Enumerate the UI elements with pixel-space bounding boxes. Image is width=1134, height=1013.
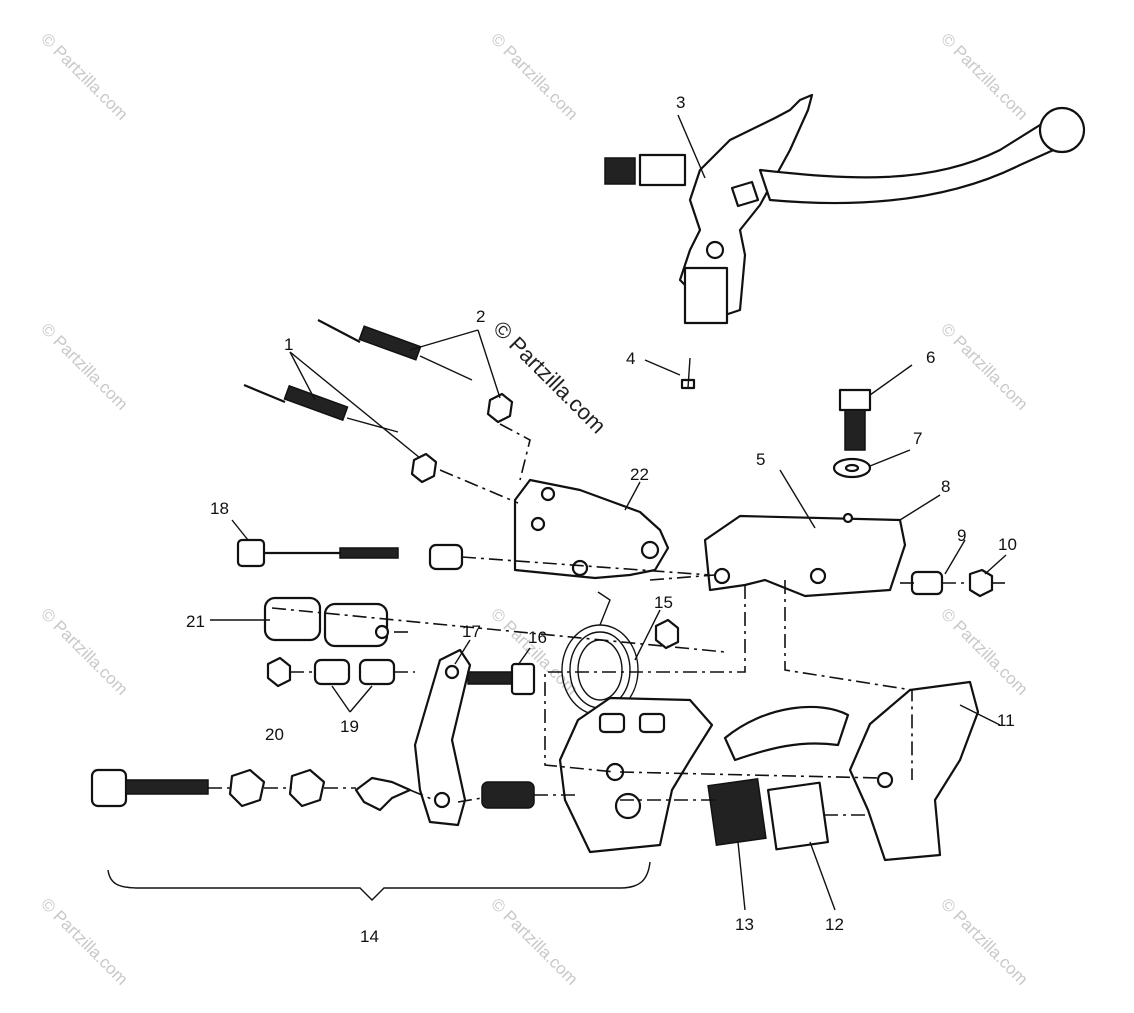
callout-10: 10 bbox=[998, 535, 1017, 554]
callout-15: 15 bbox=[654, 593, 673, 612]
leader-lines bbox=[210, 114, 1007, 911]
nut bbox=[654, 618, 680, 650]
watermark: © Partzilla.com bbox=[937, 894, 1031, 988]
bracket-22 bbox=[513, 478, 670, 580]
callout-9: 9 bbox=[957, 526, 966, 545]
callout-20: 20 bbox=[265, 725, 284, 744]
callout-labels: 1 2 3 4 5 6 7 8 9 10 11 12 13 14 15 16 1… bbox=[186, 93, 1017, 946]
caliper-bracket-5 bbox=[703, 512, 907, 598]
pad-plate bbox=[723, 705, 850, 762]
assembly-lines bbox=[208, 423, 1005, 816]
spacer-9 bbox=[910, 570, 944, 596]
pad-12 bbox=[766, 781, 830, 851]
spring-15 bbox=[561, 591, 639, 716]
callout-19: 19 bbox=[340, 717, 359, 736]
screw-4 bbox=[680, 357, 696, 390]
adjuster-assembly-14 bbox=[90, 768, 651, 901]
callout-14: 14 bbox=[360, 927, 379, 946]
watermark: © Partzilla.com bbox=[37, 319, 131, 413]
pad-13 bbox=[707, 777, 767, 847]
backing-hole bbox=[876, 771, 894, 789]
callout-1: 1 bbox=[284, 335, 293, 354]
nut-10 bbox=[968, 568, 994, 598]
callout-2: 2 bbox=[476, 307, 485, 326]
callout-8: 8 bbox=[941, 477, 950, 496]
long-bolt-18 bbox=[236, 538, 464, 571]
spacer-19b bbox=[358, 658, 396, 686]
cables bbox=[243, 319, 514, 484]
callout-17: 17 bbox=[462, 622, 481, 641]
callout-22: 22 bbox=[630, 465, 649, 484]
callout-11: 11 bbox=[997, 711, 1015, 730]
watermark: © Partzilla.com bbox=[937, 319, 1031, 413]
callout-21: 21 bbox=[186, 612, 205, 631]
watermark: © Partzilla.com bbox=[37, 894, 131, 988]
watermark: © Partzilla.com bbox=[487, 894, 581, 988]
brackets-21 bbox=[263, 596, 390, 648]
bolt-6 bbox=[832, 388, 872, 479]
callout-18: 18 bbox=[210, 499, 229, 518]
callout-4: 4 bbox=[626, 349, 635, 368]
watermark: © Partzilla.com bbox=[37, 29, 131, 123]
bolt-16 bbox=[467, 662, 536, 696]
backing-plate-11 bbox=[848, 680, 980, 862]
callout-13: 13 bbox=[735, 915, 754, 934]
watermark-main: © Partzilla.com bbox=[488, 316, 611, 439]
spacer-19a bbox=[313, 658, 351, 686]
callout-7: 7 bbox=[913, 429, 922, 448]
arm-17 bbox=[413, 648, 472, 827]
nut-20 bbox=[266, 656, 292, 688]
callout-5: 5 bbox=[756, 450, 765, 469]
brake-lever bbox=[604, 93, 1086, 325]
callout-12: 12 bbox=[825, 915, 844, 934]
watermark: © Partzilla.com bbox=[937, 29, 1031, 123]
watermark: © Partzilla.com bbox=[37, 604, 131, 698]
callout-16: 16 bbox=[528, 628, 547, 647]
callout-3: 3 bbox=[676, 93, 685, 112]
caliper-body bbox=[558, 696, 714, 854]
callout-6: 6 bbox=[926, 348, 935, 367]
watermark: © Partzilla.com bbox=[487, 29, 581, 123]
